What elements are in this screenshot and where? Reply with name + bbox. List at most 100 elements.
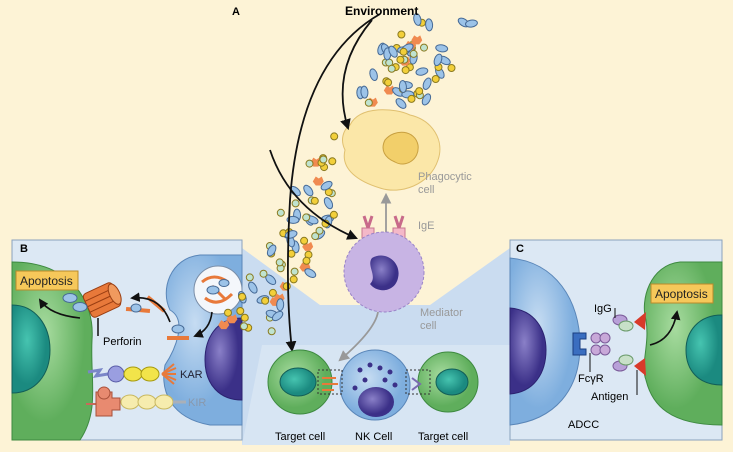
phagocytic-label-2: cell [418, 184, 435, 196]
particle [395, 98, 407, 109]
particle [425, 18, 434, 32]
synapse-box-right [405, 369, 431, 395]
particle [415, 67, 429, 76]
particle [421, 93, 432, 106]
kar-receptor [87, 363, 177, 385]
particle [310, 196, 319, 205]
particle [320, 180, 333, 191]
synapse-box-left [317, 369, 343, 395]
particle [364, 98, 373, 107]
particle [360, 85, 369, 99]
particle [420, 43, 428, 52]
particle [401, 66, 410, 75]
arrow-to-target [285, 13, 381, 353]
particle [447, 64, 456, 72]
particle [384, 78, 393, 87]
particle [323, 197, 334, 210]
particle [248, 281, 258, 294]
particle [433, 53, 443, 67]
granule-dot [357, 367, 363, 373]
particle [245, 273, 254, 282]
granule-dot [362, 377, 368, 383]
particle [396, 55, 405, 64]
particle [271, 310, 284, 322]
particle [388, 45, 398, 58]
particle [289, 275, 298, 284]
arrow [38, 298, 81, 319]
panel-c [509, 239, 723, 441]
kir-label: KIR [188, 397, 206, 409]
particle [238, 292, 247, 301]
particle [398, 80, 407, 94]
particle [305, 159, 314, 168]
kir-receptor [86, 386, 186, 417]
particle [267, 327, 276, 336]
granule-dot [367, 362, 373, 368]
particle [240, 313, 249, 322]
particle [236, 307, 245, 315]
particle [291, 199, 300, 208]
particle [226, 314, 238, 324]
igg-antibody [590, 314, 634, 372]
particle [275, 258, 284, 267]
particle [330, 132, 339, 141]
target-cell-left-label: Target cell [275, 431, 325, 443]
particle [303, 184, 314, 197]
phagocytic-label: Phagocytic [418, 171, 472, 183]
apoptosis-label-box [650, 283, 714, 304]
particle [282, 282, 291, 291]
particle [422, 77, 432, 90]
environment-label: Environment [345, 4, 418, 18]
particle [315, 226, 324, 235]
particle [329, 210, 338, 219]
particle [218, 320, 230, 330]
apoptosis-label: Apoptosis [655, 287, 708, 301]
nk-nucleus [509, 307, 547, 395]
panel-b-letter: B [20, 243, 28, 255]
particle [399, 47, 408, 56]
perforin-label: Perforin [103, 336, 142, 348]
target-nucleus [11, 304, 51, 394]
apoptosis-label-box [15, 270, 79, 291]
nk-cell-label: NK Cell [355, 431, 392, 443]
particle [304, 268, 317, 278]
apoptosis-label: Apoptosis [20, 274, 73, 288]
ige-receptors [361, 215, 406, 239]
particle [302, 256, 311, 265]
particle [431, 75, 440, 83]
particle [383, 85, 395, 95]
particle [259, 269, 268, 278]
particle [407, 94, 416, 103]
ige-label: IgE [418, 220, 435, 232]
granule-dot [382, 377, 388, 383]
antigen-label: Antigen [591, 391, 628, 403]
particle [261, 296, 270, 305]
particle [397, 30, 406, 39]
kar-label: KAR [180, 369, 203, 381]
fcr-label: FcγR [578, 373, 604, 385]
particle [266, 244, 277, 257]
particle [240, 322, 248, 331]
particle [224, 308, 232, 317]
particle [387, 64, 396, 73]
granule-dot [352, 385, 358, 391]
granule-dot [377, 365, 383, 371]
target-nucleus [685, 314, 723, 386]
particle [328, 157, 337, 166]
particle [276, 208, 285, 217]
particle [369, 68, 378, 82]
particle [312, 176, 324, 186]
particle [415, 87, 424, 96]
panel-a-letter: A [232, 6, 240, 18]
panel-b [11, 239, 243, 441]
igg-label: IgG [594, 303, 612, 315]
particle [302, 213, 311, 222]
perforin-pore [82, 282, 122, 318]
granule-dot [392, 382, 398, 388]
particle [300, 236, 309, 245]
granule-dot [387, 369, 393, 375]
mediator-nucleus [370, 255, 399, 291]
target-cell-right-label: Target cell [418, 431, 468, 443]
particle [276, 298, 285, 312]
